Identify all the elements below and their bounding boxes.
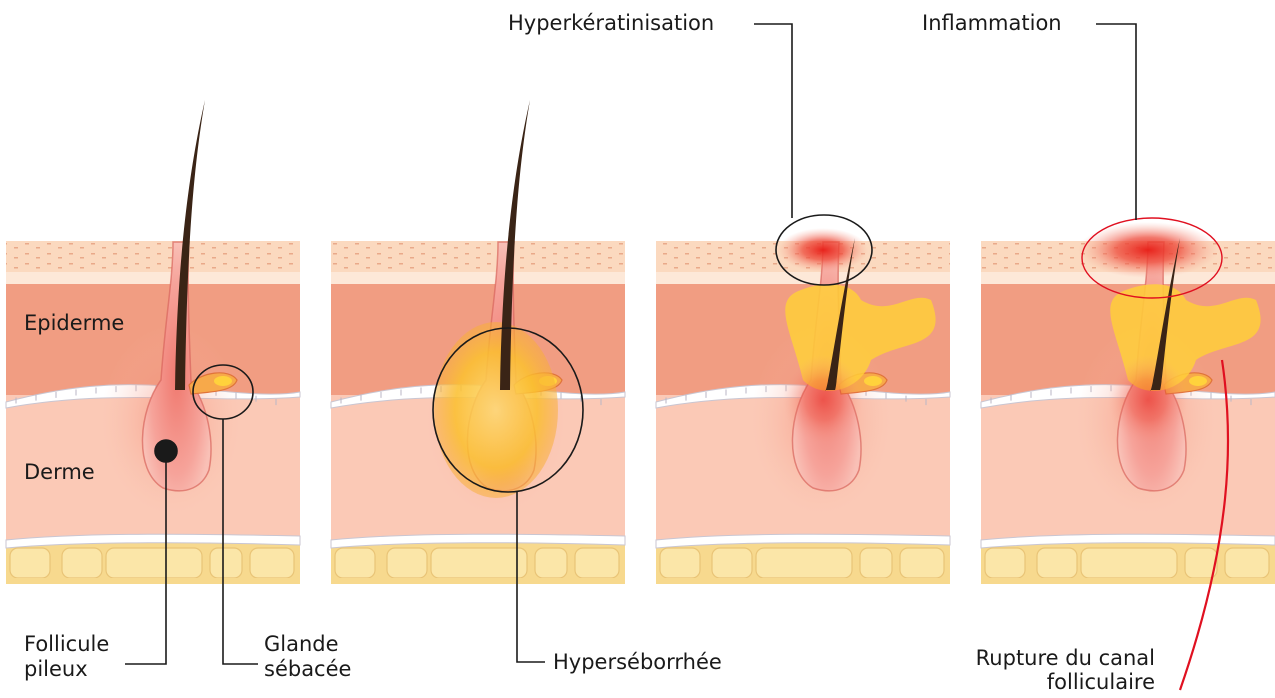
- label-epiderme: Epiderme: [24, 311, 124, 335]
- label-inflammation: Inflammation: [922, 11, 1062, 35]
- label-hyperseborrhee: Hyperséborrhée: [553, 650, 722, 674]
- skin-panel-1: [6, 100, 300, 584]
- label-glande-sebacee-line2: sébacée: [264, 657, 351, 681]
- label-rupture-line2: folliculaire: [1047, 670, 1155, 694]
- label-rupture-line1: Rupture du canal: [976, 646, 1155, 670]
- label-derme: Derme: [24, 460, 95, 484]
- skin-panel-2: [331, 100, 625, 584]
- connector-hyperkeratinisation: [754, 24, 792, 218]
- connector-inflammation: [1096, 24, 1136, 220]
- label-hyperkeratinisation: Hyperkératinisation: [508, 11, 714, 35]
- skin-panel-4: [981, 222, 1275, 584]
- label-glande-sebacee-line1: Glande: [264, 632, 339, 656]
- label-follicule-pileux-line2: pileux: [24, 657, 88, 681]
- label-follicule-pileux-line1: Follicule: [24, 632, 109, 656]
